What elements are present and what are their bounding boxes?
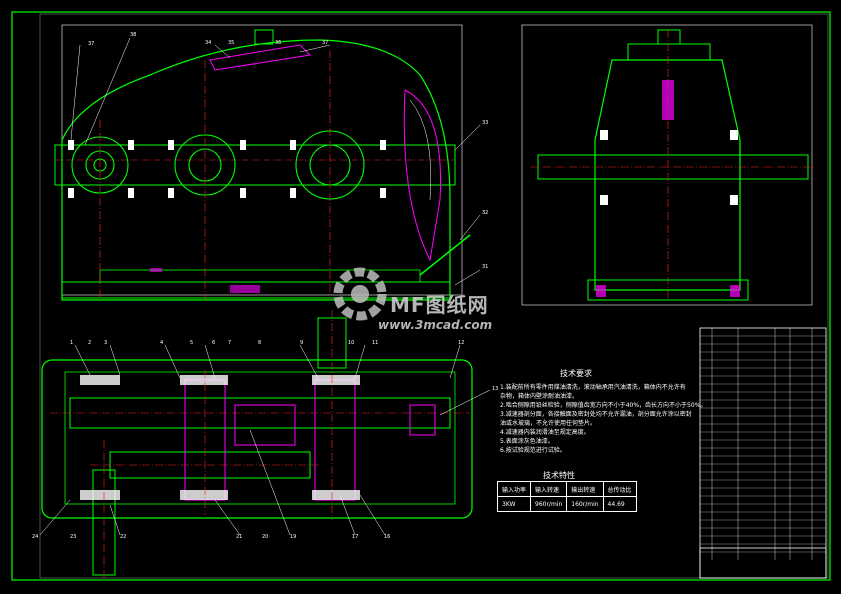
svg-text:22: 22 xyxy=(120,534,126,540)
tech-req-line: 1.装配前所有零件用煤油清洗，滚动轴承用汽油清洗，箱体内不允许有 xyxy=(500,384,686,391)
svg-text:7: 7 xyxy=(228,340,231,346)
svg-text:36: 36 xyxy=(275,40,281,46)
svg-text:3: 3 xyxy=(104,340,107,346)
tech-req-line: 5.表面涂灰色油漆。 xyxy=(500,438,554,445)
param-header: 输出转速 xyxy=(566,481,604,497)
svg-text:33: 33 xyxy=(482,120,488,126)
svg-text:6: 6 xyxy=(212,340,215,346)
param-value: 960r/min xyxy=(530,496,568,512)
svg-text:2: 2 xyxy=(88,340,91,346)
svg-text:37: 37 xyxy=(88,41,94,47)
front-view: 37 38 34 35 36 37 33 32 31 xyxy=(54,24,488,301)
param-header: 输入功率 xyxy=(496,481,532,497)
svg-text:10: 10 xyxy=(348,340,354,346)
svg-text:31: 31 xyxy=(482,264,488,270)
svg-text:11: 11 xyxy=(372,340,378,346)
svg-text:4: 4 xyxy=(160,340,163,346)
svg-text:19: 19 xyxy=(290,534,296,540)
tech-req-line: 油或水玻璃，不允许使用任何垫片。 xyxy=(500,420,597,427)
svg-text:24: 24 xyxy=(32,534,38,540)
svg-text:5: 5 xyxy=(190,340,193,346)
parts-list xyxy=(699,327,827,579)
watermark-logo-icon xyxy=(333,267,387,321)
tech-req-line: 4.减速器内装润滑油至规定高度。 xyxy=(500,429,590,436)
param-header: 输入转速 xyxy=(530,481,568,497)
tech-characteristics-table: 输入功率 输入转速 输出转速 总传动比 3KW 960r/min 160r/mi… xyxy=(496,481,637,512)
svg-text:13: 13 xyxy=(492,386,498,392)
tech-requirements-title: 技术要求 xyxy=(560,369,592,378)
svg-text:12: 12 xyxy=(458,340,464,346)
tech-characteristics-title: 技术特性 xyxy=(543,471,575,480)
svg-text:37: 37 xyxy=(322,40,328,46)
svg-text:35: 35 xyxy=(228,40,234,46)
param-value: 3KW xyxy=(496,496,532,512)
svg-text:16: 16 xyxy=(384,534,390,540)
param-value: 160r/min xyxy=(566,496,604,512)
svg-text:17: 17 xyxy=(352,534,358,540)
watermark-brand: MF图纸网 xyxy=(390,293,489,317)
svg-text:23: 23 xyxy=(70,534,76,540)
watermark-url: www.3mcad.com xyxy=(378,318,493,332)
sheet-inner-border xyxy=(39,13,829,579)
svg-text:9: 9 xyxy=(300,340,303,346)
svg-text:38: 38 xyxy=(130,32,136,38)
tech-req-line: 杂物，箱体内壁涂耐油油漆。 xyxy=(500,393,579,400)
svg-text:32: 32 xyxy=(482,210,488,216)
sheet-border xyxy=(11,11,831,581)
svg-text:21: 21 xyxy=(236,534,242,540)
tech-req-line: 3.减速器剖分面，各接触面及密封处均不允许漏油，剖分面允许涂以密封 xyxy=(500,411,692,418)
param-value: 44.69 xyxy=(602,496,637,512)
tech-req-line: 6.按试验规范进行试验。 xyxy=(500,447,566,454)
param-header: 总传动比 xyxy=(602,481,637,497)
svg-text:1: 1 xyxy=(70,340,73,346)
svg-text:8: 8 xyxy=(258,340,261,346)
svg-text:34: 34 xyxy=(205,40,211,46)
tech-req-line: 2.啮合侧隙用铅丝检验，侧隙值齿宽方向不小于40%，齿长方向不小于50%。 xyxy=(500,402,707,409)
side-view xyxy=(521,24,815,306)
svg-text:20: 20 xyxy=(262,534,268,540)
